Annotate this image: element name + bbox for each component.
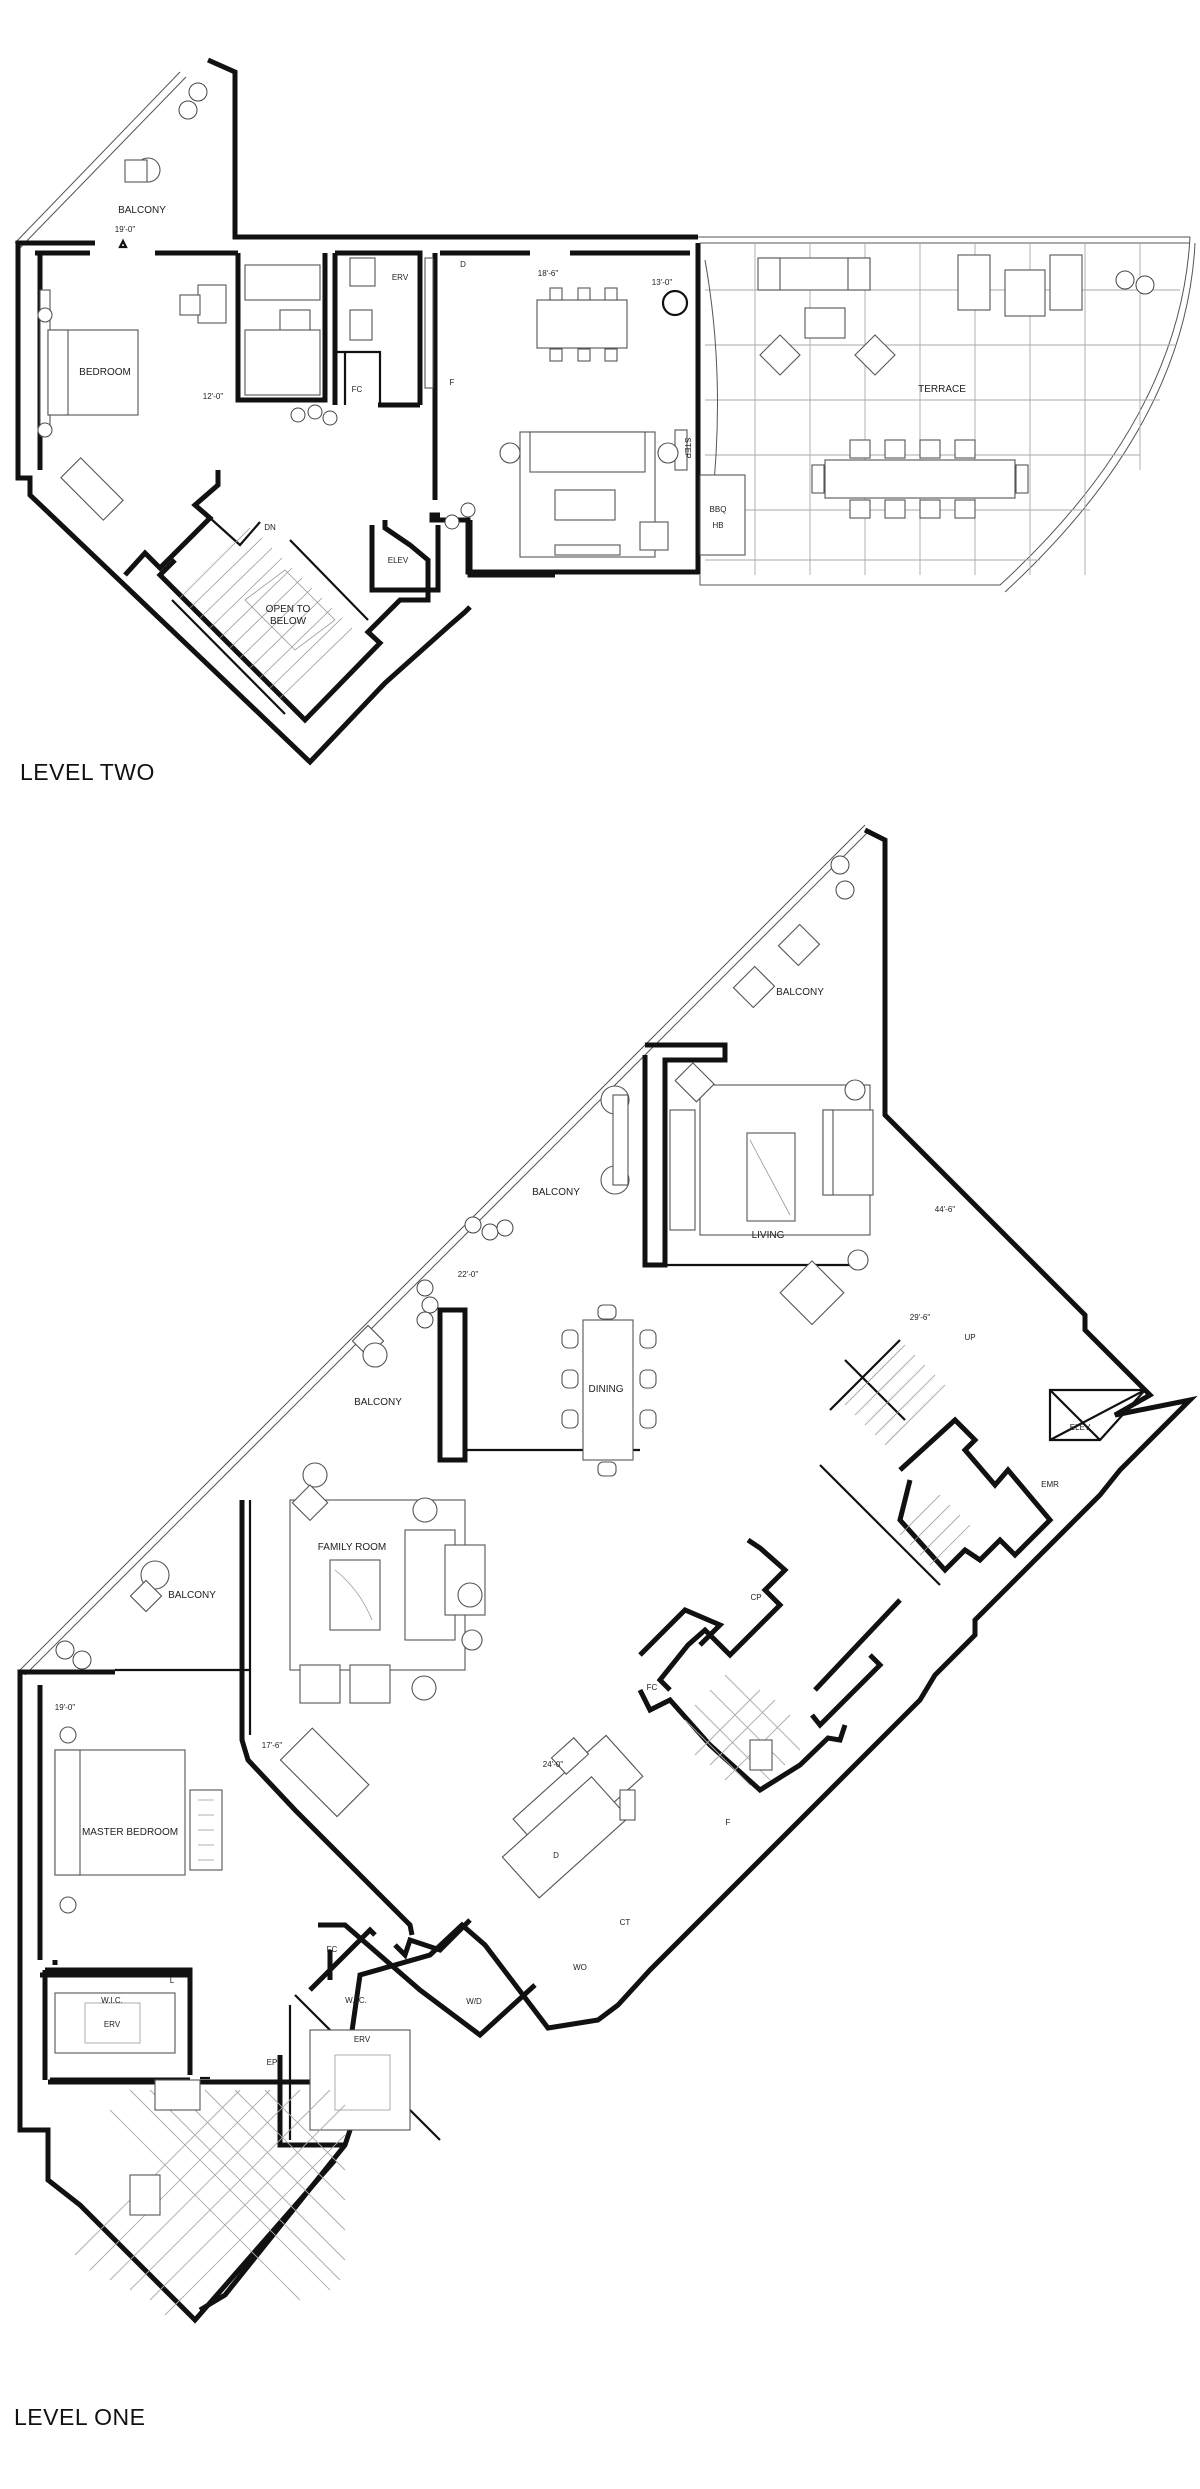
label-f: F — [450, 378, 455, 387]
bath-tiles-right — [684, 1674, 801, 1786]
label-dn: DN — [264, 523, 276, 532]
interior-wall — [318, 1922, 537, 2039]
interior-wall — [637, 1688, 848, 1794]
dim-arrow — [118, 238, 128, 249]
label-fc-bath: FC — [327, 1945, 338, 1954]
interior-wall — [810, 1598, 902, 1729]
label-bbq: BBQ — [710, 505, 727, 514]
room-label-terrace: TERRACE — [918, 384, 966, 395]
stair-wall — [897, 1416, 1054, 1574]
label-fc-kitchen: FC — [647, 1683, 658, 1692]
balcony-wall — [239, 1500, 415, 1936]
dim-living-width: 18'-6" — [538, 269, 559, 278]
label-wo: WO — [573, 1963, 587, 1972]
interior-wall — [235, 250, 423, 408]
shrubs — [55, 855, 855, 1670]
room-label-master-bedroom: MASTER BEDROOM — [82, 1827, 178, 1838]
room-label-balcony: BALCONY — [118, 205, 166, 216]
label-erv-master: ERV — [104, 2020, 121, 2029]
label-fc: FC — [352, 385, 363, 394]
level-two-plan: BALCONY BEDROOM TERRACE OPEN TO BELOW DN… — [14, 57, 1196, 785]
master-furniture — [54, 1726, 370, 2054]
label-erv: ERV — [392, 273, 409, 282]
bathroom-tiles — [74, 2079, 346, 2316]
room-label-family-room: FAMILY ROOM — [318, 1542, 387, 1553]
dim-stair-length: 29'-6" — [910, 1313, 931, 1322]
terrace-furniture — [674, 254, 1083, 556]
stair-wall — [819, 1339, 941, 1586]
shrubs — [124, 82, 1155, 530]
interior-wall — [327, 1918, 472, 1980]
stair-wall — [156, 520, 431, 724]
room-label-balcony-top: BALCONY — [776, 987, 824, 998]
label-l: L — [170, 1976, 175, 1985]
label-erv-second: ERV — [354, 2035, 371, 2044]
stair-treads — [179, 527, 353, 699]
room-label-bedroom: BEDROOM — [79, 367, 131, 378]
balcony-wall — [115, 1263, 860, 1735]
label-step: STEP — [683, 438, 692, 459]
label-d: D — [553, 1851, 559, 1860]
dim-kitchen-length: 24'-0" — [543, 1760, 564, 1769]
label-up: UP — [964, 1333, 975, 1342]
facade-glass — [19, 824, 871, 1676]
room-label-open-to: OPEN TO — [266, 604, 311, 615]
erv-unit — [309, 2029, 411, 2131]
dim-master-width: 19'-0" — [55, 1703, 76, 1712]
erv-box — [334, 2054, 391, 2111]
room-label-living: LIVING — [752, 1230, 785, 1241]
interior-wall — [209, 517, 261, 547]
room-label-below: BELOW — [270, 616, 307, 627]
room-label-balcony-family: BALCONY — [168, 1590, 216, 1601]
level-two-title: LEVEL TWO — [20, 759, 155, 785]
room-label-balcony-dining: BALCONY — [354, 1397, 402, 1408]
label-emr: EMR — [1041, 1480, 1059, 1489]
balcony-wall — [642, 1042, 728, 1268]
exterior-wall — [17, 1669, 337, 2324]
living-furniture — [600, 1062, 874, 1326]
label-elev: ELEV — [388, 556, 409, 565]
interior-wall — [335, 350, 382, 405]
level-one-plan: BALCONY BALCONY BALCONY BALCONY LIVING D… — [14, 824, 1198, 2430]
interior-wall — [37, 1685, 190, 1978]
interior-wall — [638, 1537, 789, 1692]
balcony-rail — [14, 71, 187, 251]
room-label-dining: DINING — [589, 1384, 624, 1395]
level-one-title: LEVEL ONE — [14, 2404, 145, 2430]
interior-wall — [432, 250, 690, 500]
elevator-shaft — [369, 525, 441, 593]
family-furniture — [289, 1462, 486, 1704]
elevator-shaft — [1048, 1388, 1148, 1442]
kitchen-island — [501, 1734, 644, 1899]
label-ep: EP — [267, 2058, 278, 2067]
label-wd: W/D — [466, 1997, 482, 2006]
stair-wall — [171, 539, 369, 715]
room-label-balcony-living: BALCONY — [532, 1187, 580, 1198]
label-f: F — [726, 1818, 731, 1827]
balcony-wall — [437, 1307, 468, 1463]
stair-treads — [844, 1344, 971, 1566]
label-hb: HB — [712, 521, 723, 530]
balcony-furniture — [129, 923, 821, 1613]
level-two-furniture — [37, 257, 689, 558]
label-ct: CT — [620, 1918, 631, 1927]
dim-living-depth: 13'-0" — [652, 278, 673, 287]
label-wic-master: W.I.C. — [101, 1996, 123, 2005]
dim-living-length: 44'-6" — [935, 1205, 956, 1214]
interior-wall — [123, 470, 221, 577]
dim-bedroom-depth: 12'-0" — [203, 392, 224, 401]
label-elev: ELEV — [1070, 1423, 1091, 1432]
interior-wall — [467, 520, 555, 578]
label-cp: CP — [750, 1593, 761, 1602]
label-wic-second: W.I.C. — [345, 1996, 367, 2005]
dim-bedroom-width: 19'-0" — [115, 225, 136, 234]
dining-furniture — [561, 1304, 657, 1477]
label-d: D — [460, 260, 466, 269]
dim-dining-width: 22'-0" — [458, 1270, 479, 1279]
exterior-wall — [15, 240, 472, 766]
dim-family-depth: 17'-6" — [262, 1741, 283, 1750]
